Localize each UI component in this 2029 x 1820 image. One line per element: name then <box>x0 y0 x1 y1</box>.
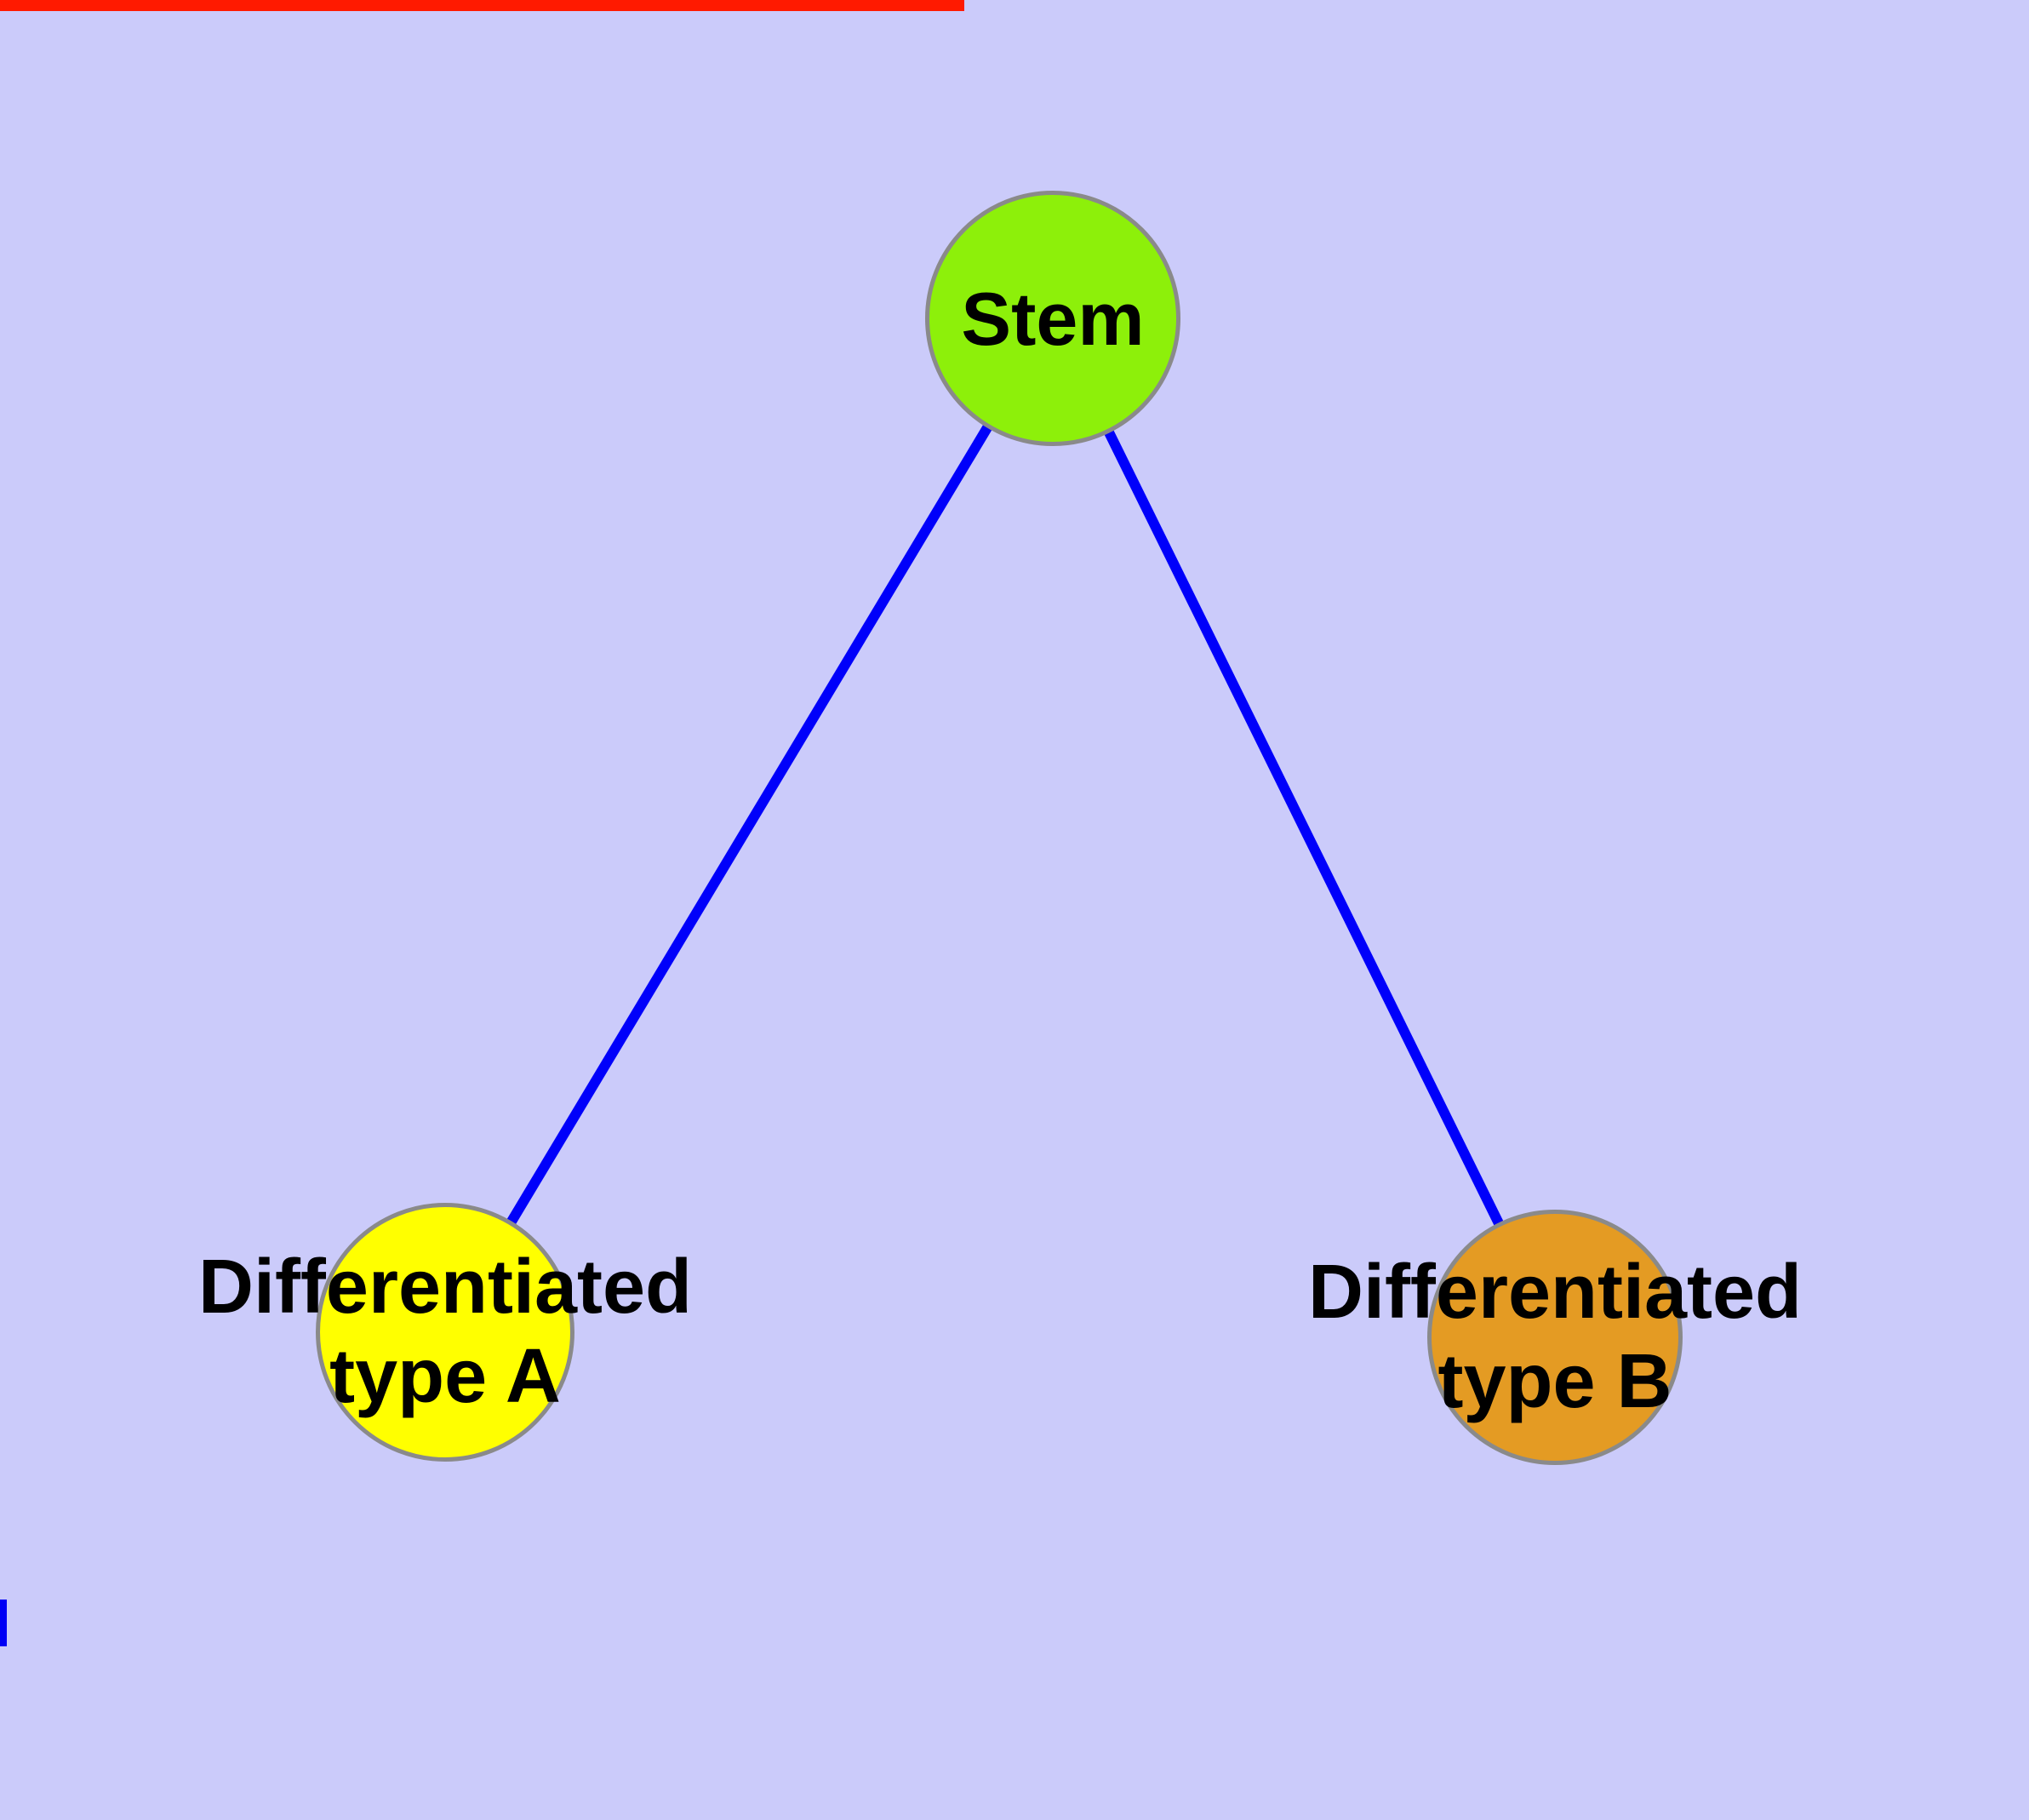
differentiated-type-b-node <box>1427 1210 1683 1465</box>
edge-stem-to-type-b <box>1048 316 1560 1340</box>
top-red-bar <box>0 0 964 11</box>
left-blue-tick <box>0 1600 7 1646</box>
differentiated-type-a-node <box>316 1203 574 1462</box>
edge-stem-to-type-a <box>440 315 1058 1336</box>
stem-node <box>925 191 1180 446</box>
